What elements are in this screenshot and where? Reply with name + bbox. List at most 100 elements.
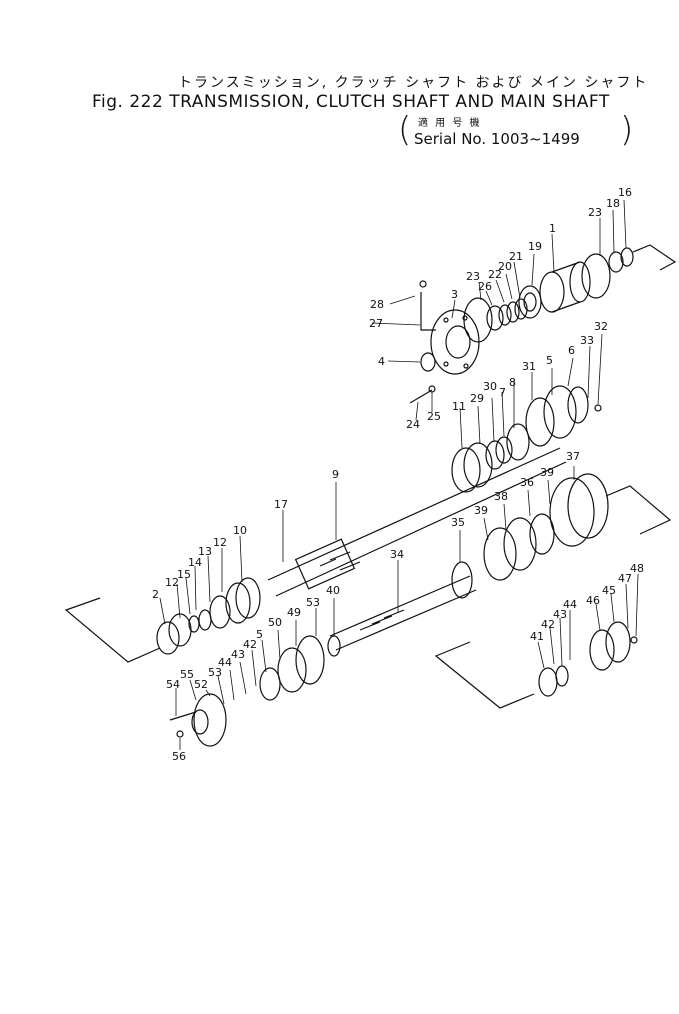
- washer: [176, 730, 184, 738]
- callout-labels: 28 27 3 4 23 26 22 20 21 19 1 23 18 16 3…: [152, 186, 644, 763]
- callout-5-upper: 5: [546, 354, 553, 367]
- callout-14: 14: [188, 556, 202, 569]
- cover: [605, 621, 631, 663]
- callout-26: 26: [478, 280, 492, 293]
- bolt-hole: [443, 361, 449, 367]
- bearing-race: [259, 667, 281, 701]
- callout-22: 22: [488, 268, 502, 281]
- bearing-race: [523, 292, 537, 312]
- callout-53-lower: 53: [208, 666, 222, 679]
- callout-44-left: 44: [218, 656, 232, 669]
- bearing: [277, 647, 307, 693]
- callout-2: 2: [152, 588, 159, 601]
- shaft-body: [267, 447, 567, 597]
- callout-23-right: 23: [588, 206, 602, 219]
- ring: [327, 635, 341, 657]
- callout-25: 25: [427, 410, 441, 423]
- callout-6: 6: [568, 344, 575, 357]
- callout-20: 20: [498, 260, 512, 273]
- callout-10: 10: [233, 524, 247, 537]
- callout-17: 17: [274, 498, 288, 511]
- section-line: [434, 641, 535, 709]
- bolt: [169, 711, 197, 721]
- plug: [419, 280, 427, 288]
- callout-55: 55: [180, 668, 194, 681]
- output-parts-group: [434, 621, 638, 709]
- cover-bore: [445, 325, 471, 359]
- ring: [209, 595, 231, 629]
- callout-29: 29: [470, 392, 484, 405]
- bearing: [168, 613, 192, 647]
- seal: [608, 251, 624, 273]
- callout-42-left: 42: [243, 638, 257, 651]
- bolt-hole: [462, 315, 468, 321]
- callout-33: 33: [580, 334, 594, 347]
- shaft-body: [329, 575, 477, 651]
- callout-45: 45: [602, 584, 616, 597]
- clutch-shaft: [64, 385, 602, 663]
- callout-39-left: 39: [474, 504, 488, 517]
- callout-31: 31: [522, 360, 536, 373]
- callout-53-upper: 53: [306, 596, 320, 609]
- gear: [235, 577, 261, 619]
- callout-43-right: 43: [553, 608, 567, 621]
- callout-34: 34: [390, 548, 404, 561]
- bolt: [630, 636, 638, 644]
- gear-face: [503, 517, 537, 571]
- gasket: [589, 629, 615, 671]
- main-shaft: [169, 473, 672, 747]
- section-line: [605, 485, 672, 535]
- callout-16: 16: [618, 186, 632, 199]
- callout-5-lower: 5: [256, 628, 263, 641]
- callout-23-upper: 23: [466, 270, 480, 283]
- callout-7: 7: [499, 386, 506, 399]
- callout-13: 13: [198, 545, 212, 558]
- bolt: [594, 404, 602, 412]
- leader-lines: [159, 199, 639, 750]
- flange: [193, 693, 227, 747]
- callout-39-right: 39: [540, 466, 554, 479]
- callout-54: 54: [166, 678, 180, 691]
- callout-36: 36: [520, 476, 534, 489]
- large-gear: [549, 477, 595, 547]
- callout-19: 19: [528, 240, 542, 253]
- seal-ring: [486, 305, 504, 331]
- bearing: [518, 285, 542, 319]
- housing-rear: [567, 386, 589, 424]
- callout-49: 49: [287, 606, 301, 619]
- callout-43-left: 43: [231, 648, 245, 661]
- gear: [529, 513, 555, 555]
- large-gear-face: [567, 473, 609, 539]
- callout-12-lower: 12: [165, 576, 179, 589]
- ring: [620, 247, 634, 267]
- housing-body: [551, 261, 581, 313]
- housing-rear: [569, 261, 591, 303]
- serial-number-range: Serial No. 1003~1499: [414, 130, 580, 148]
- callout-46: 46: [586, 594, 600, 607]
- serial-close-bracket: ): [620, 110, 634, 150]
- callout-1: 1: [549, 222, 556, 235]
- callout-28: 28: [370, 298, 384, 311]
- gear-face: [463, 442, 493, 488]
- retainer: [295, 635, 325, 685]
- spline: [319, 551, 361, 571]
- figure-title-japanese: トランスミッション, クラッチ シャフト および メイン シャフト: [178, 75, 649, 91]
- callout-24: 24: [406, 418, 420, 431]
- callout-32: 32: [594, 320, 608, 333]
- callout-56: 56: [172, 750, 186, 763]
- callout-9: 9: [332, 468, 339, 481]
- callout-3: 3: [451, 288, 458, 301]
- housing-front: [543, 385, 577, 439]
- cover-plate: [430, 309, 480, 375]
- washer: [188, 615, 200, 633]
- gasket: [463, 297, 493, 343]
- spline-section: [294, 538, 356, 590]
- spacer: [498, 304, 512, 326]
- callout-8: 8: [509, 376, 516, 389]
- section-line: [64, 597, 161, 663]
- callout-4: 4: [378, 355, 385, 368]
- callout-11: 11: [452, 400, 466, 413]
- spline: [359, 609, 405, 631]
- callout-44-right: 44: [563, 598, 577, 611]
- bearing: [485, 440, 505, 470]
